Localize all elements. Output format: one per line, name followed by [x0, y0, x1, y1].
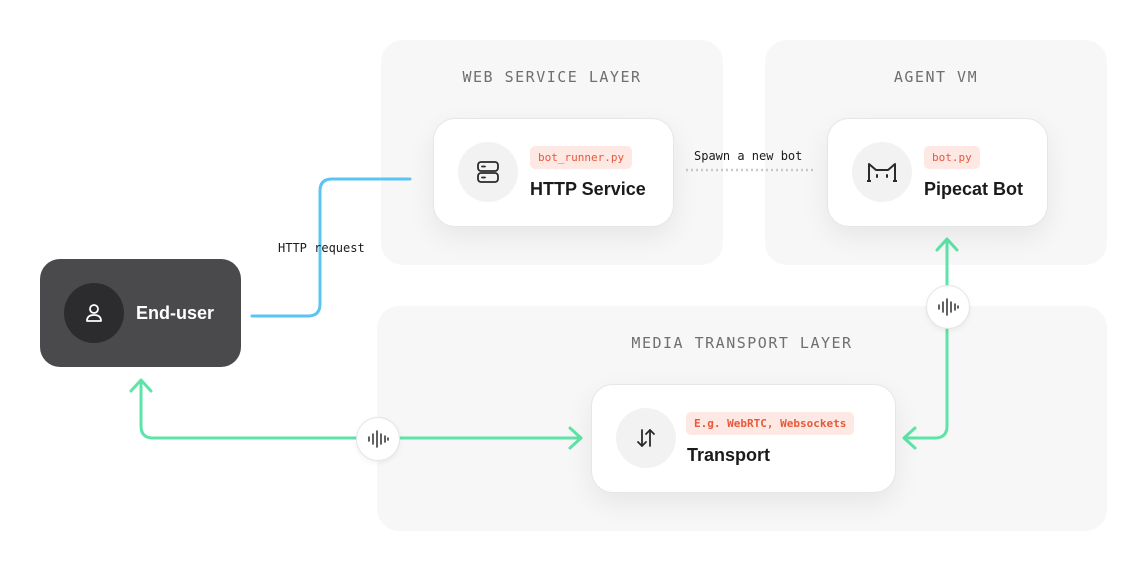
enduser-arrowhead: [129, 378, 153, 393]
audio-badge-left: [356, 417, 400, 461]
http-service-title: HTTP Service: [530, 179, 646, 199]
enduser-transport-line: [139, 380, 582, 440]
audio-badge-right: [926, 285, 970, 329]
transport-title: Transport: [687, 445, 771, 465]
bot-arrowhead: [935, 237, 959, 252]
http-service-node: bot_runner.py HTTP Service: [433, 118, 674, 227]
media-transport-layer-label: MEDIA TRANSPORT LAYER: [631, 334, 853, 352]
transport-bot-line: [903, 238, 949, 440]
server-icon: [458, 142, 518, 202]
bot-py-tag: bot.py: [924, 146, 980, 169]
bot-runner-tag: bot_runner.py: [530, 146, 633, 169]
transport-tag: E.g. WebRTC, Websockets: [686, 412, 855, 435]
web-service-layer-label: WEB SERVICE LAYER: [462, 68, 642, 86]
http-request-line: [250, 177, 412, 318]
media-transport-layer: MEDIA TRANSPORT LAYER: [377, 306, 1107, 531]
user-icon: [64, 283, 124, 343]
cat-icon: [852, 142, 912, 202]
http-request-label: HTTP request: [278, 241, 365, 255]
spawn-label: Spawn a new bot: [694, 149, 803, 163]
transport-left-arrowhead: [568, 426, 583, 450]
transport-right-arrowhead: [902, 426, 917, 450]
transport-node: E.g. WebRTC, Websockets Transport: [591, 384, 896, 493]
end-user-title: End-user: [136, 303, 215, 323]
waveform-icon: [368, 430, 389, 448]
pipecat-bot-title: Pipecat Bot: [924, 179, 1024, 199]
agent-vm-layer-label: AGENT VM: [893, 68, 979, 86]
waveform-icon: [938, 298, 959, 316]
end-user-node: End-user: [40, 259, 241, 367]
arrows-up-down-icon: [616, 408, 676, 468]
pipecat-bot-node: bot.py Pipecat Bot: [827, 118, 1048, 227]
